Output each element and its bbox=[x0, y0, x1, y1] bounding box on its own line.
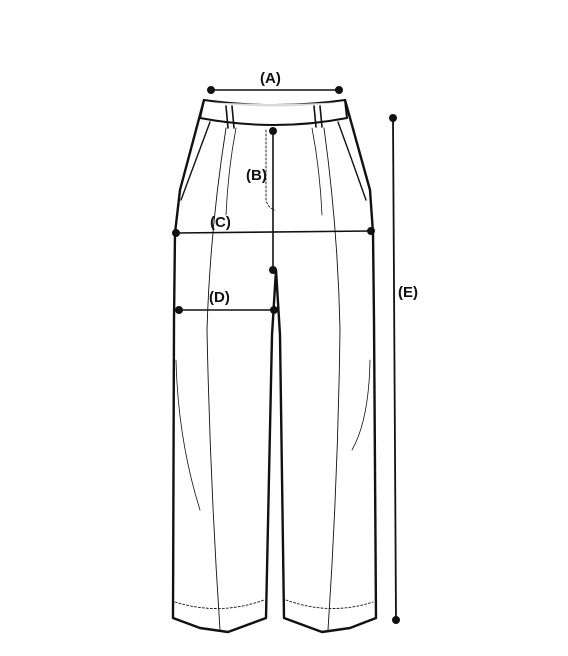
measure-c-line bbox=[172, 227, 375, 237]
shade-right bbox=[351, 359, 371, 451]
pleat-right bbox=[311, 127, 323, 216]
fly-stitch bbox=[265, 129, 276, 211]
measurement-lines bbox=[172, 86, 400, 624]
belt-loop-right bbox=[313, 105, 323, 128]
trousers-silhouette bbox=[171, 98, 378, 634]
hem-stitch-right bbox=[285, 599, 374, 609]
measure-d-line bbox=[175, 306, 278, 314]
crease-right bbox=[323, 127, 341, 631]
label-d: (D) bbox=[209, 289, 230, 306]
label-b: (B) bbox=[246, 167, 267, 184]
pocket-left bbox=[180, 121, 211, 201]
waistband-inner-shade bbox=[206, 102, 343, 107]
shade-left bbox=[175, 359, 201, 511]
hem-stitch-left bbox=[174, 599, 265, 609]
label-e: (E) bbox=[398, 284, 418, 301]
pleat-left bbox=[225, 127, 237, 216]
pocket-right bbox=[337, 121, 367, 201]
label-c: (C) bbox=[210, 214, 231, 231]
measure-e-line bbox=[389, 114, 400, 624]
crease-left bbox=[206, 127, 227, 631]
measure-a-line bbox=[207, 86, 343, 94]
trousers-outline bbox=[171, 98, 378, 634]
measure-b-line bbox=[269, 127, 277, 274]
belt-loop-left bbox=[225, 105, 235, 129]
label-a: (A) bbox=[260, 70, 281, 87]
